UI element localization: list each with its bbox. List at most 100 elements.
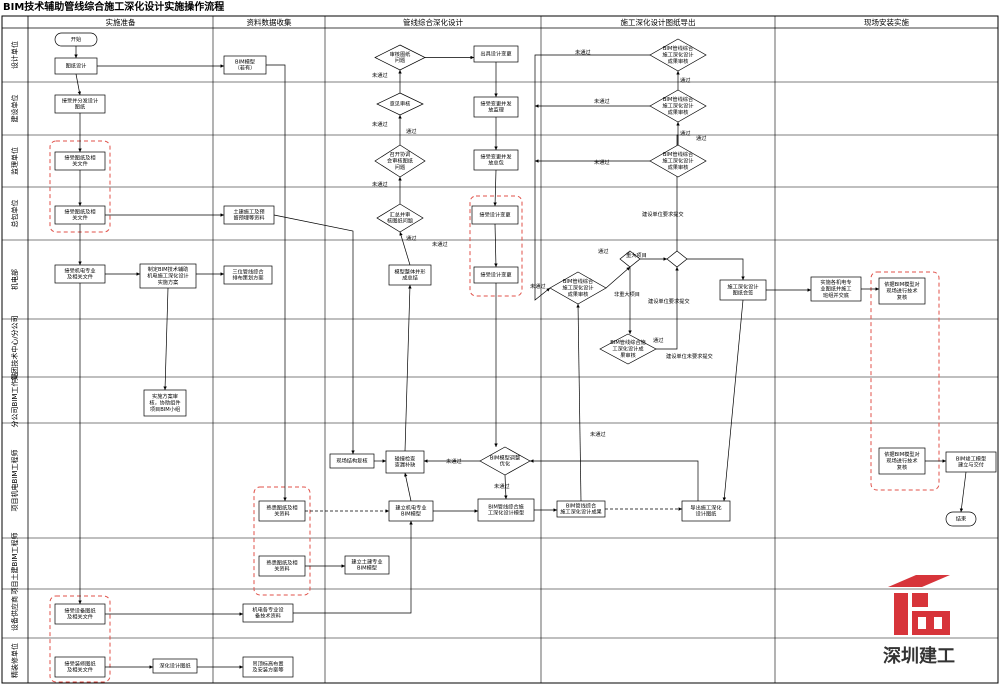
node-label: 成果审核 — [668, 163, 689, 171]
node-label: 制定BIM技术辅助 — [148, 265, 189, 273]
node-label: 图纸 — [75, 103, 85, 111]
node-label: 接受变更并发 — [480, 99, 511, 107]
edge-label: 未通过 — [530, 282, 546, 290]
flow-arrow — [687, 258, 745, 280]
dashed-group — [469, 195, 523, 297]
edge-label: 未通过 — [446, 457, 462, 465]
flow-node-n_dec2 — [666, 250, 688, 268]
flow-node-end: 结束 — [945, 511, 977, 527]
node-label: 现场结构复核 — [336, 457, 367, 465]
node-label: 接受装修图纸 — [64, 659, 95, 667]
edge-label: 通过 — [406, 234, 416, 242]
lane-header: 设备供应商 — [10, 596, 19, 631]
node-label: 熟悉图纸及相 — [266, 558, 297, 566]
flow-arrow — [504, 474, 508, 500]
flow-node-n_xcjg: 现场结构复核 — [329, 453, 375, 469]
node-label: 建立机电专业 — [395, 503, 426, 511]
flow-arrow — [493, 169, 497, 207]
node-label: 现场进行技术 — [886, 457, 917, 465]
flow-arrow — [722, 299, 744, 502]
lane-header: 机电部 — [10, 269, 19, 290]
edge-label: 未通过 — [372, 71, 388, 79]
node-label: BIM管线综合 — [663, 150, 694, 158]
node-label: 成果审核 — [568, 290, 589, 298]
dashed-group — [870, 271, 940, 491]
edge-label: 通过 — [653, 336, 663, 344]
node-label: 意见审核 — [390, 100, 411, 108]
node-label: 果审核 — [620, 351, 636, 359]
node-label: 问题 — [395, 56, 405, 64]
node-label: 机电各专业设 — [252, 605, 283, 613]
node-label: 查漏补缺 — [395, 461, 417, 469]
lane-header: 集团技术中心/分公司 — [10, 315, 19, 380]
flow-arrow — [494, 223, 498, 268]
node-label: 工深化设计模型 — [488, 509, 524, 517]
lane-header: 监理单位 — [10, 147, 19, 175]
node-label: 图纸设计 — [66, 62, 87, 70]
node-label: 业图纸并施工 — [820, 285, 851, 293]
node-label: 复核 — [897, 463, 907, 471]
edge-label: 非重大项目 — [614, 290, 640, 298]
node-label: 结束 — [956, 515, 966, 523]
node-label: 接受设计变更 — [480, 271, 512, 279]
node-label: 吊顶标高布置 — [252, 659, 283, 667]
node-label: 熟悉图纸及相 — [266, 503, 297, 511]
node-label: 模型整体并形 — [394, 267, 426, 275]
lane-header: 项目土建BIM工程师 — [10, 533, 19, 595]
flow-arrow — [273, 214, 355, 454]
edge-label: 通过 — [680, 129, 690, 137]
node-label: 留预埋等资料 — [233, 214, 264, 222]
flow-node-n_zbbg: 接受设计变更 — [471, 205, 519, 225]
edge-label: 未通过 — [432, 240, 448, 248]
lane-header: 设计单位 — [10, 41, 19, 69]
node-label: 施工深化设计 — [662, 157, 693, 165]
flow-arrow — [163, 287, 169, 391]
node-label: 复核 — [897, 293, 907, 301]
node-label: 召开协调 — [390, 150, 411, 158]
node-label: BIM模型调整 — [490, 453, 520, 461]
node-label: 接受图纸及相 — [64, 153, 95, 161]
node-label: 碰撞检查 — [395, 454, 416, 462]
node-label: 及相关文件 — [67, 273, 93, 281]
node-label: 实施各机电专 — [820, 278, 851, 286]
flow-arrow — [656, 267, 679, 350]
column-header: 管线综合深化设计 — [403, 17, 463, 27]
edge-label: 通过 — [406, 127, 416, 135]
edge-label: 未通过 — [594, 97, 610, 105]
flow-arrow — [266, 64, 287, 501]
edge-label: 通过 — [696, 134, 706, 142]
node-label: 图纸会签 — [733, 289, 754, 297]
flow-node-n_tzsj: 图纸设计 — [54, 57, 98, 75]
node-label: 实施方案审 — [152, 392, 178, 400]
column-header: 实施准备 — [106, 17, 136, 27]
edge-label: 建设单位要求提交 — [648, 297, 690, 305]
node-label: 会审核图纸 — [387, 157, 413, 165]
node-label: 施工深化设计成果 — [560, 508, 602, 516]
node-label: 土建施工及预 — [233, 207, 264, 215]
company-name: 深圳建工 — [883, 645, 955, 667]
edge-label: 未通过 — [575, 48, 591, 56]
flow-node-start: 开始 — [54, 32, 98, 47]
node-label: 开始 — [71, 35, 82, 43]
node-label: 关资料 — [274, 510, 290, 518]
flow-arrow — [399, 231, 411, 266]
node-label: 关文件 — [72, 214, 88, 222]
node-label: 放总包 — [488, 159, 504, 167]
node-label: 接受机电专业 — [64, 266, 95, 274]
node-label: BIM管线综合 — [663, 44, 694, 52]
